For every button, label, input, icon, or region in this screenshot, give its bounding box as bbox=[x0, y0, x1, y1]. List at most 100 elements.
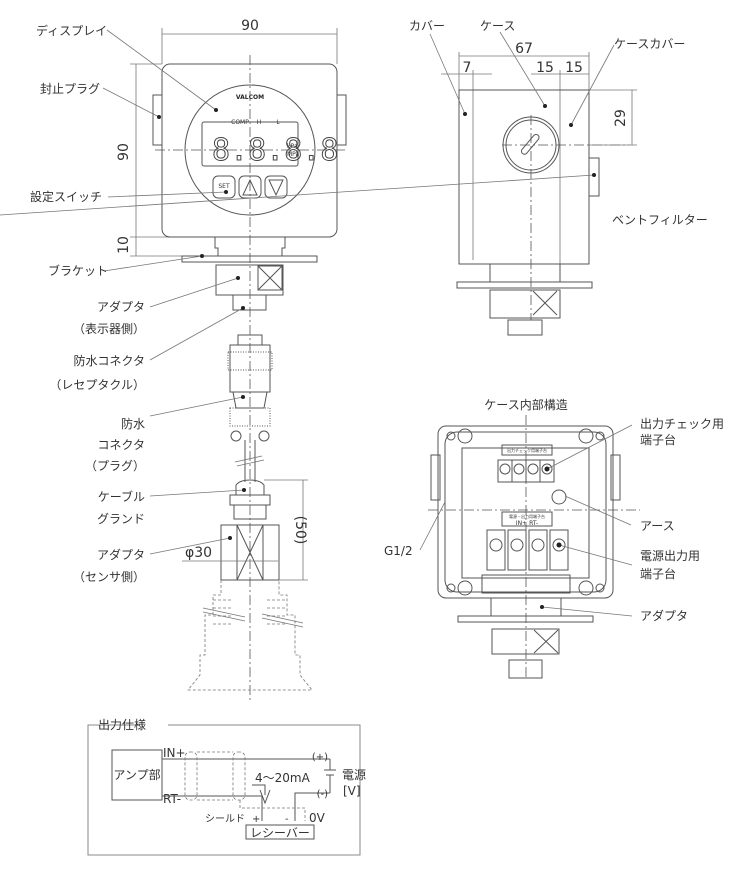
label-gland-2: グランド bbox=[97, 512, 145, 526]
receiver-label: レシーバー bbox=[250, 826, 310, 840]
pressure-window-inner bbox=[505, 119, 557, 171]
label-check-terminal-2: 端子台 bbox=[640, 432, 676, 447]
dim-29: 29 bbox=[613, 109, 629, 127]
shield-ring bbox=[232, 751, 246, 801]
dim-depth: 67 bbox=[515, 41, 533, 57]
dim-length: (50) bbox=[292, 516, 308, 545]
side-adapter bbox=[489, 289, 561, 319]
label-plug-1: 防水 bbox=[121, 416, 145, 431]
unit-kpa: kPa bbox=[287, 143, 298, 150]
output-spec: 出力仕様 アンプ部 IN+ RT- 4～20mA (+) (-) 電源 [V] … bbox=[87, 718, 366, 856]
seal-plug-right bbox=[336, 94, 347, 146]
receptacle-body bbox=[229, 344, 271, 393]
label-receptacle-2: （レセプタクル） bbox=[49, 378, 145, 392]
housing bbox=[161, 63, 338, 238]
hex-flat bbox=[257, 265, 283, 291]
recv-minus: - bbox=[285, 814, 289, 825]
minus-label: (-) bbox=[317, 789, 329, 800]
in-plus: IN+ bbox=[163, 746, 186, 760]
label-setting-switch: 設定スイッチ bbox=[30, 189, 102, 204]
side-port-left bbox=[430, 454, 441, 501]
check-terminal-block bbox=[497, 459, 555, 483]
tag-h: H bbox=[257, 119, 262, 126]
case-inner bbox=[444, 431, 607, 593]
int-nipple bbox=[508, 659, 543, 679]
label-bracket: ブラケット bbox=[48, 263, 108, 278]
dim-height: 90 bbox=[116, 143, 132, 161]
dim-15b: 15 bbox=[565, 60, 583, 76]
label-adapter-sensor-2: （センサ側） bbox=[73, 570, 145, 584]
spec-title: 出力仕様 bbox=[98, 718, 146, 732]
label-check-terminal-1: 出力チェック用 bbox=[640, 417, 724, 431]
dim-15a: 15 bbox=[536, 60, 554, 76]
gland-body bbox=[233, 504, 267, 520]
recv-plus: + bbox=[252, 814, 260, 825]
shield-ring bbox=[184, 751, 198, 801]
dim-diameter: φ30 bbox=[185, 545, 212, 561]
receiver-block bbox=[245, 824, 315, 840]
current-label: 4～20mA bbox=[255, 771, 311, 785]
break-mark bbox=[202, 607, 304, 628]
int-bracket bbox=[457, 615, 594, 623]
power-terminal-pins: IN+ RT- bbox=[516, 520, 538, 527]
label-cover: カバー bbox=[409, 19, 445, 33]
set-button bbox=[212, 175, 236, 199]
front-view: 90 90 10 VALCOM COMP H L 8.8.8.8 kPa MPa… bbox=[30, 18, 347, 700]
check-terminal-nameplate bbox=[501, 444, 553, 456]
label-gland-1: ケーブル bbox=[98, 489, 145, 504]
power-terminal-name: 電源・出力用端子台 bbox=[509, 513, 545, 519]
volt-label: [V] bbox=[343, 784, 361, 798]
label-case-cover: ケースカバー bbox=[614, 37, 685, 51]
current-arrow bbox=[252, 784, 266, 795]
label-thread: G1/2 bbox=[384, 544, 413, 558]
label-adapter-sensor-1: アダプタ bbox=[97, 547, 145, 562]
dim-cover: 7 bbox=[463, 60, 472, 76]
side-neck bbox=[489, 263, 561, 283]
slot bbox=[520, 133, 540, 155]
digit: 8.8.8.8 bbox=[212, 133, 338, 168]
spec-frame bbox=[87, 724, 361, 856]
label-adapter-display-1: アダプタ bbox=[97, 299, 145, 314]
shield-drain bbox=[239, 800, 306, 821]
label-adapter-display-2: （表示器側） bbox=[73, 322, 145, 336]
leaders-internal bbox=[419, 424, 633, 617]
leaders-front bbox=[102, 29, 246, 555]
down-arrow-icon bbox=[268, 179, 284, 197]
dim-width: 90 bbox=[241, 18, 259, 34]
shield-label: シールド bbox=[205, 814, 245, 825]
hex-cross bbox=[257, 265, 283, 291]
label-power-terminal-2: 端子台 bbox=[640, 566, 676, 581]
label-display: ディスプレイ bbox=[36, 23, 107, 38]
check-terminal-name: 出力チェック用端子台 bbox=[507, 447, 547, 453]
label-seal-plug: 封止プラグ bbox=[40, 82, 100, 96]
seven-segment-digits: 8.8.8.8 bbox=[212, 133, 339, 169]
display-bezel bbox=[184, 84, 316, 216]
label-adapter: アダプタ bbox=[640, 608, 688, 623]
seal-plug-left bbox=[152, 94, 163, 146]
battery-symbol bbox=[324, 759, 336, 793]
amp-block bbox=[111, 749, 163, 801]
label-earth: アース bbox=[640, 519, 675, 533]
wire-return bbox=[294, 792, 330, 821]
plug-knurl bbox=[229, 407, 271, 427]
label-case: ケース bbox=[480, 19, 515, 33]
side-bracket bbox=[456, 281, 593, 289]
vent-filter bbox=[588, 157, 600, 197]
power-terminal-block bbox=[486, 529, 569, 571]
label-power-terminal-1: 電源出力用 bbox=[640, 549, 700, 563]
hex-cross bbox=[533, 629, 559, 654]
hex-cross bbox=[532, 290, 558, 316]
down-button bbox=[264, 175, 288, 199]
label-vent-filter: ベントフィルター bbox=[612, 213, 708, 227]
power-terminal-nameplate bbox=[501, 511, 553, 527]
bottom-clamp bbox=[481, 574, 571, 594]
gland-cap bbox=[235, 479, 265, 495]
break-mark bbox=[234, 455, 265, 467]
int-adapter bbox=[491, 628, 560, 655]
label-plug-2: コネクタ bbox=[97, 438, 145, 452]
adapter-nipple bbox=[232, 294, 267, 311]
plus-label: (+) bbox=[312, 752, 328, 763]
zero-v: 0V bbox=[309, 811, 326, 825]
tag-comp: COMP bbox=[231, 119, 249, 126]
